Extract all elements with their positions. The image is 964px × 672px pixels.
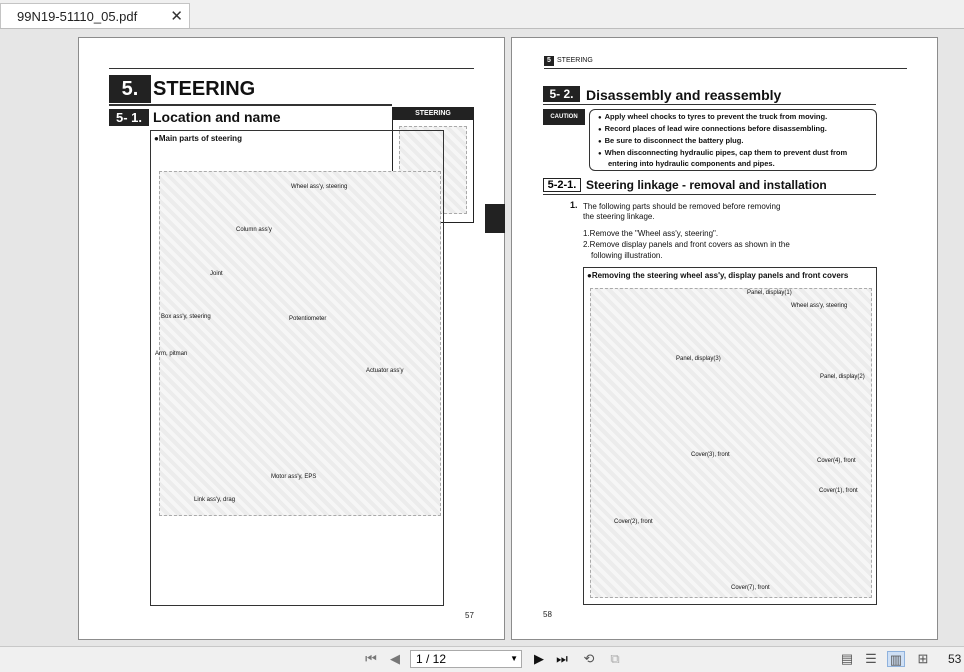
part-label: Arm, pitman bbox=[155, 351, 188, 357]
page-57: 5. STEERING 5- 1. Location and name STEE… bbox=[78, 37, 505, 640]
subsubsection-rule bbox=[543, 194, 876, 195]
part-label: Wheel ass'y, steering bbox=[291, 184, 348, 190]
substep: 1.Remove the "Wheel ass'y, steering". bbox=[583, 229, 719, 238]
part-label: Cover(4), front bbox=[817, 458, 856, 464]
caution-box: Apply wheel chocks to tyres to prevent t… bbox=[589, 109, 877, 171]
subsection-number: 5- 1. bbox=[109, 109, 149, 126]
step-text: the steering linkage. bbox=[583, 212, 655, 221]
part-label: Box ass'y, steering bbox=[161, 314, 211, 320]
part-label: Column ass'y bbox=[236, 227, 272, 233]
page-number: 57 bbox=[465, 611, 474, 620]
continuous-view-icon[interactable]: ☰ bbox=[865, 651, 877, 666]
chevron-down-icon: ▼ bbox=[510, 654, 518, 663]
running-number: 5 bbox=[544, 56, 554, 66]
caution-item-continued: entering into hydraulic components and p… bbox=[608, 159, 775, 168]
part-label: Cover(3), front bbox=[691, 452, 730, 458]
close-icon[interactable]: ✕ bbox=[170, 8, 183, 25]
copy-page-icon[interactable]: ⧉ bbox=[610, 651, 620, 666]
caution-item: Apply wheel chocks to tyres to prevent t… bbox=[598, 112, 828, 121]
tab-title: 99N19-51110_05.pdf bbox=[17, 9, 138, 24]
subsection-title: Location and name bbox=[153, 109, 281, 125]
subsection-rule bbox=[543, 104, 876, 105]
running-head: STEERING bbox=[557, 57, 593, 64]
substep: 2.Remove display panels and front covers… bbox=[583, 240, 790, 249]
tab-bar: 99N19-51110_05.pdf ✕ bbox=[0, 0, 964, 29]
header-rule bbox=[544, 68, 907, 69]
page-selector[interactable]: 1 / 12 ▼ bbox=[410, 650, 522, 668]
document-tab[interactable]: 99N19-51110_05.pdf ✕ bbox=[0, 3, 190, 28]
step-number: 1. bbox=[570, 200, 578, 210]
thumbnail-title: STEERING bbox=[393, 108, 473, 120]
section-title: STEERING bbox=[153, 78, 256, 100]
part-label: Panel, display(2) bbox=[820, 374, 865, 380]
caution-item: When disconnecting hydraulic pipes, cap … bbox=[598, 148, 848, 157]
part-label: Cover(2), front bbox=[614, 519, 653, 525]
first-page-icon[interactable]: ⏮ bbox=[365, 651, 377, 666]
part-label: Motor ass'y, EPS bbox=[271, 474, 317, 480]
two-page-continuous-view-icon[interactable]: ⊞ bbox=[917, 651, 929, 666]
previous-page-icon[interactable]: ◀ bbox=[390, 651, 400, 666]
section-tab-marker bbox=[485, 204, 505, 233]
figure-caption: ●Removing the steering wheel ass'y, disp… bbox=[587, 271, 849, 280]
figure-frame: ●Main parts of steering Wheel ass'y, ste… bbox=[150, 130, 444, 606]
section-rule bbox=[109, 104, 392, 106]
document-viewer[interactable]: 5. STEERING 5- 1. Location and name STEE… bbox=[0, 29, 964, 646]
next-page-icon[interactable]: ▶ bbox=[534, 651, 544, 666]
section-number: 5. bbox=[109, 75, 151, 103]
part-label: Joint bbox=[210, 271, 223, 277]
subsection-number: 5- 2. bbox=[543, 86, 580, 102]
zoom-level[interactable]: 53 bbox=[948, 652, 962, 666]
part-label: Panel, display(1) bbox=[747, 290, 792, 296]
subsection-title: Disassembly and reassembly bbox=[586, 87, 782, 103]
figure-caption: ●Main parts of steering bbox=[154, 134, 242, 143]
rotate-page-icon[interactable]: ⟲ bbox=[583, 651, 595, 666]
part-label: Panel, display(3) bbox=[676, 356, 721, 362]
two-page-view-icon[interactable]: ▥ bbox=[887, 651, 905, 667]
part-label: Cover(1), front bbox=[819, 488, 858, 494]
substep-continued: following illustration. bbox=[591, 251, 663, 260]
caution-item: Be sure to disconnect the battery plug. bbox=[598, 136, 744, 145]
steering-exploded-diagram-placeholder bbox=[159, 171, 441, 516]
part-label: Wheel ass'y, steering bbox=[791, 303, 848, 309]
figure-frame: ●Removing the steering wheel ass'y, disp… bbox=[583, 267, 877, 605]
last-page-icon[interactable]: ⏭ bbox=[556, 651, 568, 666]
navigation-toolbar: ⏮ ◀ 1 / 12 ▼ ▶ ⏭ ⟲ ⧉ ▤ ☰ ▥ ⊞ 53 bbox=[0, 646, 964, 672]
caution-item: Record places of lead wire connections b… bbox=[598, 124, 827, 133]
subsubsection-number: 5-2-1. bbox=[543, 178, 581, 192]
subsubsection-title: Steering linkage - removal and installat… bbox=[586, 178, 827, 192]
page-number: 58 bbox=[543, 610, 552, 619]
part-label: Potentiometer bbox=[289, 316, 327, 322]
part-label: Cover(7), front bbox=[731, 585, 770, 591]
top-rule bbox=[109, 68, 474, 69]
page-58: 5 STEERING 5- 2. Disassembly and reassem… bbox=[511, 37, 938, 640]
caution-badge: CAUTION bbox=[543, 109, 585, 125]
page-indicator: 1 / 12 bbox=[416, 652, 447, 666]
removal-exploded-diagram-placeholder bbox=[590, 288, 872, 598]
step-text: The following parts should be removed be… bbox=[583, 202, 781, 211]
part-label: Link ass'y, drag bbox=[194, 497, 236, 503]
single-page-view-icon[interactable]: ▤ bbox=[840, 651, 854, 666]
part-label: Actuator ass'y bbox=[366, 368, 404, 374]
